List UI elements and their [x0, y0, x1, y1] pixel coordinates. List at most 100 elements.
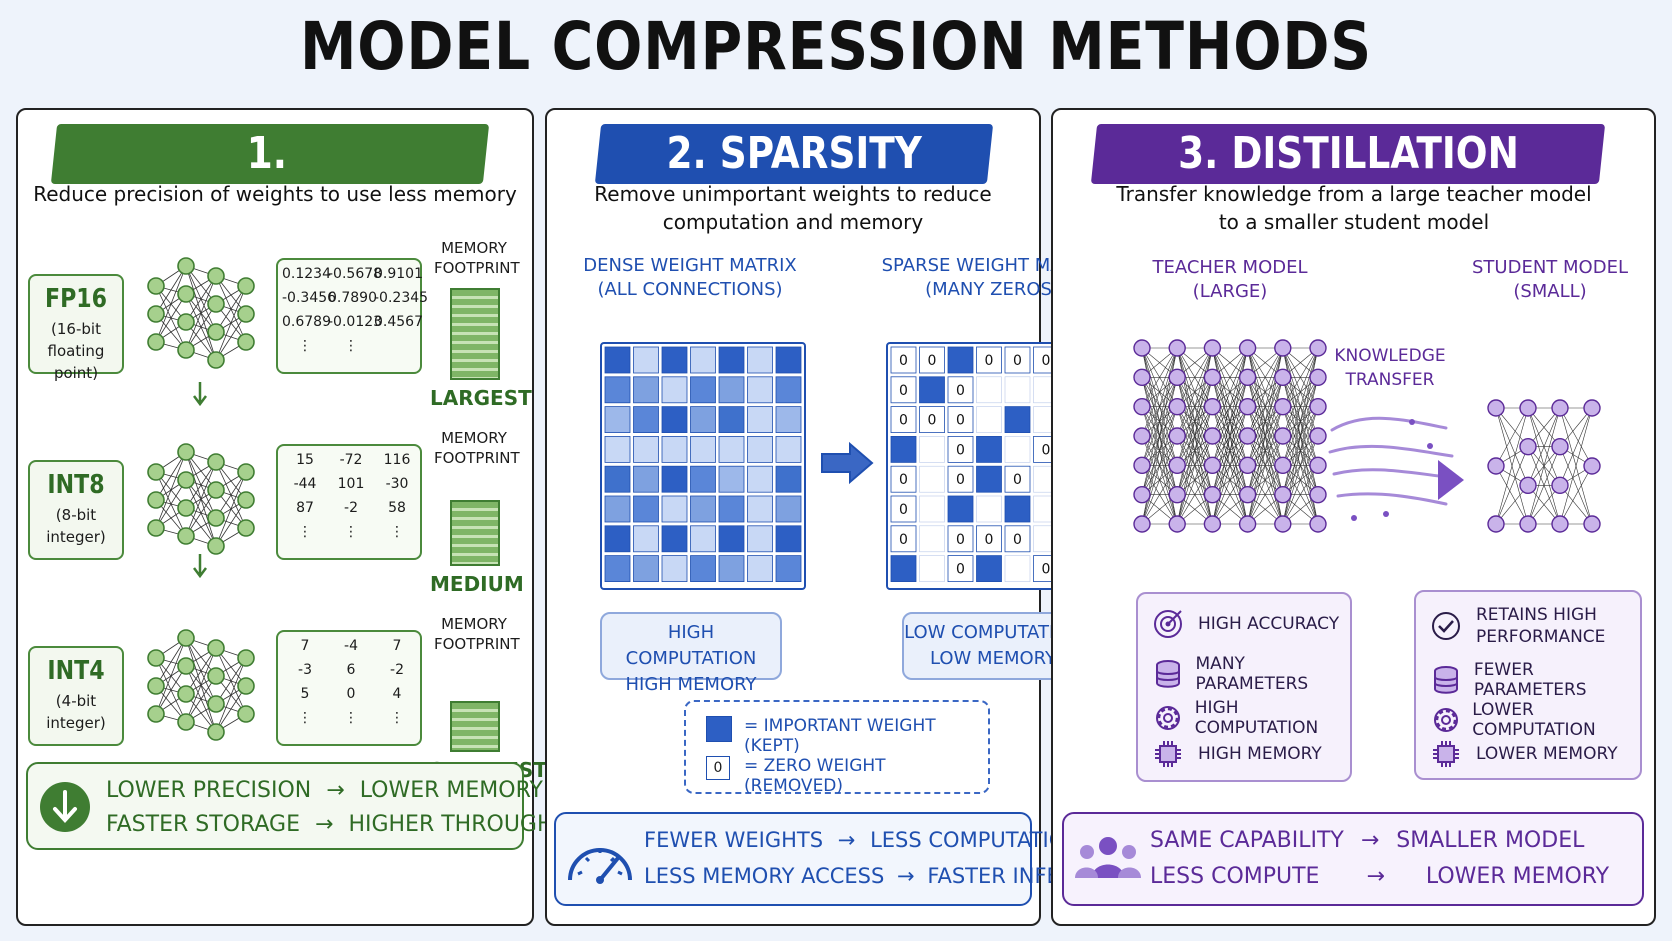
dense-cell [690, 376, 716, 404]
arrow-icon: → [315, 812, 334, 837]
dense-cell [775, 406, 802, 433]
matrix-cell: ⋮ [344, 338, 358, 354]
kept-weight-cell [976, 465, 1002, 493]
sparsity-heading: 2. SPARSITY [594, 124, 994, 184]
neural-network-icon [147, 443, 255, 555]
dense-cell [661, 346, 688, 374]
subtitle-line: computation and memory [662, 210, 924, 234]
network-node [1238, 456, 1257, 475]
sparse-weight-matrix: 0000000000000000000000000000 [886, 342, 1092, 590]
network-node [1519, 515, 1537, 533]
zero-weight-label: 0 [1042, 442, 1051, 458]
dense-cell [775, 376, 802, 404]
network-node [1274, 339, 1292, 357]
zero-weight-label: 0 [1042, 353, 1051, 369]
arrow-icon: → [897, 864, 915, 888]
footer-text: LOWER MEMORY [1425, 864, 1610, 889]
dense-cell [690, 346, 716, 374]
teacher-properties: HIGH ACCURACY MANY PARAMETERS HIGH COMPU… [1136, 592, 1352, 782]
subtitle-line: Transfer knowledge from a large teacher … [1116, 182, 1592, 206]
chip-icon [1433, 741, 1459, 767]
matrix-cell: -2 [390, 662, 404, 678]
transfer-label: KNOWLEDGE TRANSFER [1334, 346, 1446, 390]
dense-cell [718, 465, 745, 493]
kept-weight-cell [919, 376, 945, 404]
distillation-footer: SAME CAPABILITY → SMALLER MODEL LESS COM… [1062, 812, 1644, 906]
student-prop: RETAINS HIGH [1476, 605, 1597, 625]
empty-cell [919, 436, 945, 463]
zero-weight-cell [947, 465, 974, 493]
dense-cell [718, 555, 745, 583]
zero-weight-label: 0 [985, 353, 994, 369]
database-icon [1434, 666, 1458, 694]
chip-icon [1155, 741, 1181, 767]
legend-kept-label: = IMPORTANT WEIGHT (KEPT) [744, 716, 936, 756]
zero-weight-cell [890, 376, 917, 404]
network-node [1238, 397, 1257, 416]
sparse-cost-badge: LOW COMPUTATION LOW MEMORY [902, 612, 1084, 680]
footer-text: SAME CAPABILITY [1150, 828, 1344, 853]
empty-cell [919, 495, 945, 523]
matrix-cell: ⋮ [344, 524, 358, 540]
zero-weight-cell [890, 495, 917, 523]
student-prop: LOWER MEMORY [1476, 744, 1618, 764]
dense-cell [747, 495, 773, 523]
dense-cell [718, 406, 745, 433]
network-node [1203, 456, 1222, 475]
network-node [1238, 339, 1257, 357]
dense-cell [633, 495, 659, 523]
kept-weight-swatch [706, 716, 732, 742]
matrix-cell: -0.3456 [282, 290, 337, 306]
network-node [1519, 437, 1537, 456]
empty-cell [1004, 555, 1031, 582]
dense-cell [747, 346, 773, 374]
dense-cell [604, 465, 631, 493]
dense-cell [718, 376, 745, 404]
network-node [1168, 368, 1186, 387]
dense-cell [775, 465, 802, 493]
empty-cell [1004, 436, 1031, 463]
network-node [1168, 397, 1186, 416]
dense-cell [604, 406, 631, 433]
arrow-icon: → [1360, 828, 1380, 853]
network-node [1309, 456, 1327, 475]
zero-weight-swatch: 0 [706, 756, 730, 780]
matrix-cell: -72 [339, 452, 363, 468]
matrix-cell: ⋮ [298, 524, 312, 540]
zero-weight-label: 0 [899, 353, 908, 369]
network-node [1309, 339, 1327, 357]
down-arrow-icon [193, 382, 207, 407]
dense-cell [661, 406, 688, 433]
network-node [1133, 368, 1151, 387]
network-node [1309, 515, 1327, 533]
dense-cell [690, 406, 716, 433]
zero-weight-label: 0 [985, 532, 994, 548]
matrix-cell: 0 [346, 686, 356, 702]
kept-weight-cell [890, 436, 917, 463]
empty-cell [976, 495, 1002, 523]
quantization-heading: 1. QUANTIZATION [50, 124, 490, 239]
kept-weight-cell [1004, 495, 1031, 523]
footer-text: FEWER WEIGHTS [644, 828, 824, 852]
teacher-prop: MANY PARAMETERS [1195, 654, 1309, 694]
zero-weight-cell [976, 346, 1002, 374]
zero-weight-cell [890, 525, 917, 553]
matrix-cell: -2 [344, 500, 358, 516]
matrix-cell: ⋮ [344, 710, 358, 726]
network-node [1583, 399, 1601, 417]
network-node [1274, 427, 1292, 445]
dense-cell [633, 346, 659, 374]
zero-weight-label: 0 [956, 532, 965, 548]
matrix-cell: ⋮ [390, 524, 404, 540]
memory-bar [450, 500, 500, 566]
dense-cell [718, 495, 745, 523]
zero-weight-label: 0 [956, 383, 965, 399]
zero-weight-cell [947, 376, 974, 404]
teacher-prop: HIGH ACCURACY [1198, 614, 1340, 634]
page-title: MODEL COMPRESSION METHODS [299, 8, 1373, 85]
dense-cell [775, 346, 802, 374]
